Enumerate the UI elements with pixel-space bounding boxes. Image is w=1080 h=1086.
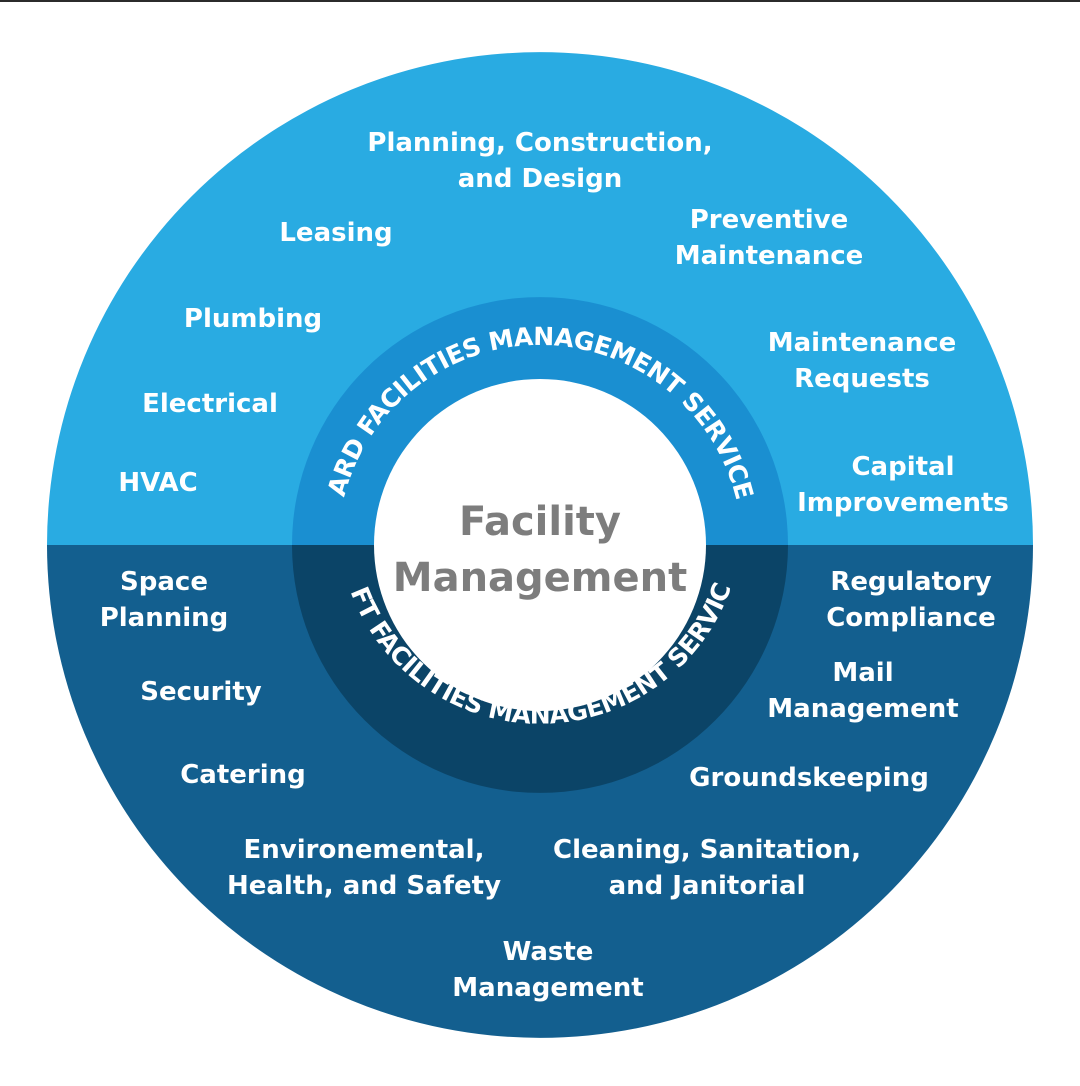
hard-item-electrical: Electrical [142,389,278,419]
hard-item-leasing: Leasing [279,218,393,248]
soft-item-groundskeeping: Groundskeeping [689,763,929,793]
center-title: Facility Management [393,494,687,606]
center-circle [374,379,706,711]
center-title-line: Facility [458,499,621,545]
hard-item-hvac: HVAC [118,468,198,498]
hard-item-plumbing: Plumbing [183,304,323,334]
soft-item-catering: Catering [180,760,306,790]
soft-item-cleaning-sanitation-janitorial: Cleaning, Sanitation,and Janitorial [553,835,861,901]
top-border-line [0,0,1080,2]
hard-item-planning-construction-design: Planning, Construction,and Design [367,128,713,194]
soft-item-security: Security [140,677,262,707]
soft-item-environmental-health-safety: Environemental,Health, and Safety [226,835,502,901]
center-title-line: Management [392,555,688,601]
